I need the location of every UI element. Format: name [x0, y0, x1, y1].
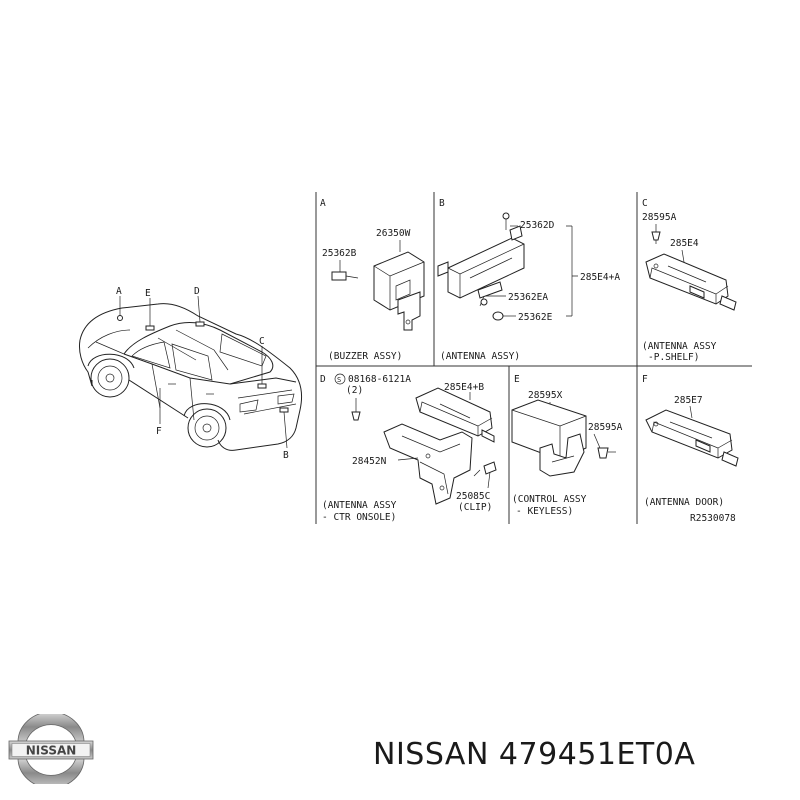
- panel-b-letter: B: [439, 198, 445, 209]
- part-label-25362d: 25362D: [520, 220, 555, 231]
- part-label-285e7: 285E7: [674, 395, 703, 406]
- panel-b-caption: (ANTENNA ASSY): [440, 351, 520, 362]
- bolt-quantity: (2): [346, 385, 363, 396]
- car-illustration: A E D C F B: [79, 286, 303, 461]
- panel-a-letter: A: [320, 198, 326, 209]
- panel-e-caption-line2: - KEYLESS): [516, 506, 573, 517]
- part-label-28452n: 28452N: [352, 456, 387, 467]
- panel-a-caption: (BUZZER ASSY): [328, 351, 402, 362]
- panel-f-letter: F: [642, 374, 648, 385]
- screw-symbol-icon: [334, 373, 346, 385]
- part-label-26350w: 26350W: [376, 228, 411, 239]
- panel-e: E 28595X 28595A (CONTROL ASSY - KEYLESS): [511, 374, 623, 517]
- panel-d-letter: D: [320, 374, 326, 385]
- panel-grid: [315, 192, 752, 524]
- part-label-28595a-c: 28595A: [642, 212, 677, 223]
- panel-c-caption-line1: (ANTENNA ASSY: [642, 341, 717, 352]
- panel-c-letter: C: [642, 198, 648, 209]
- logo-text: NISSAN: [26, 744, 77, 758]
- car-callout-a: A: [116, 286, 122, 297]
- part-label-25362e: 25362E: [518, 312, 553, 323]
- panel-c: C 28595A 285E4 (ANTENNA ASSY -P.SHELF): [642, 198, 737, 363]
- part-label-25362ea: 25362EA: [508, 292, 548, 303]
- panel-d-caption-line2: - CTR ONSOLE): [322, 512, 396, 523]
- bolt-code: 08168-6121A: [348, 374, 411, 385]
- brand-part-number: NISSAN 479451ET0A: [373, 737, 696, 772]
- clip-label: (CLIP): [458, 502, 492, 513]
- part-label-285e4-a: 285E4+A: [580, 272, 620, 283]
- car-callout-f: F: [156, 426, 162, 437]
- panel-a: A 26350W 25362B (BUZZER ASSY): [320, 198, 425, 362]
- part-label-28595x: 28595X: [528, 390, 563, 401]
- svg-text:S: S: [337, 376, 341, 384]
- reference-code: R2530078: [690, 513, 736, 524]
- panel-b: B 25362D 285E4+A 25362EA 25362E (ANTENNA…: [437, 198, 620, 362]
- car-callout-c: C: [259, 336, 265, 347]
- panel-d-caption-line1: (ANTENNA ASSY: [322, 500, 397, 511]
- nissan-logo: NISSAN: [8, 714, 94, 784]
- part-label-25085c: 25085C: [456, 491, 490, 502]
- panel-f-caption: (ANTENNA DOOR): [644, 497, 724, 508]
- car-callout-e: E: [145, 288, 151, 299]
- part-label-28595a-e: 28595A: [588, 422, 623, 433]
- part-label-25362b: 25362B: [322, 248, 357, 259]
- panel-e-letter: E: [514, 374, 520, 385]
- part-label-285e4-b: 285E4+B: [444, 382, 484, 393]
- panel-f: F 285E7 (ANTENNA DOOR): [642, 374, 739, 508]
- panel-c-caption-line2: -P.SHELF): [648, 352, 699, 363]
- car-callout-d: D: [194, 286, 200, 297]
- panel-e-caption-line1: (CONTROL ASSY: [512, 494, 587, 505]
- panel-d: D S 08168-6121A (2) 285E4+B 28452N 25085…: [320, 373, 497, 523]
- car-callout-b: B: [283, 450, 289, 461]
- part-label-285e4-c: 285E4: [670, 238, 699, 249]
